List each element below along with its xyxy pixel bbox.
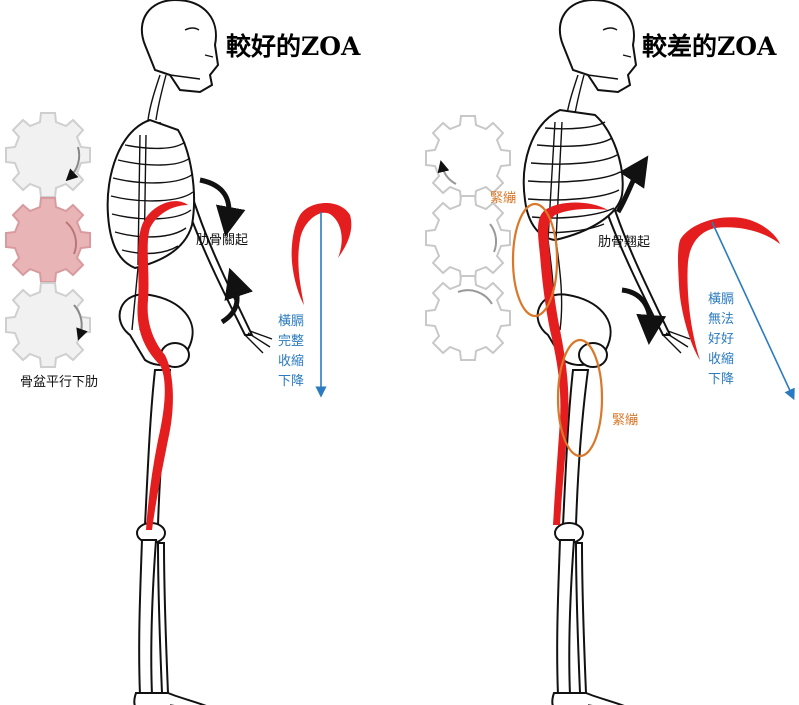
rib-closed-label: 肋骨關起 xyxy=(196,233,248,248)
rib-flared-label: 肋骨翹起 xyxy=(598,235,650,250)
right-title: 較差的ZOA xyxy=(642,32,777,61)
diaphragm-label-line: 收縮 xyxy=(708,351,734,367)
diaphragm-label-line: 下降 xyxy=(278,374,304,389)
diaphragm-label-line: 橫膈 xyxy=(708,292,734,307)
gear-icon xyxy=(425,115,511,201)
curved-arrow-icon xyxy=(621,287,667,345)
left-title: 較好的ZOA xyxy=(226,32,361,61)
pelvis-label: 骨盆平行下肋 xyxy=(20,375,98,390)
tight-label-upper: 緊繃 xyxy=(490,190,516,206)
diaphragm-label-good: 橫膈 完整 收縮 下降 xyxy=(278,314,304,389)
tight-area-lower xyxy=(556,338,604,458)
diaphragm-shape xyxy=(678,217,780,360)
gear-icon xyxy=(5,112,91,198)
diaphragm-psoas-muscle xyxy=(137,201,188,530)
diaphragm-label-line: 收縮 xyxy=(278,353,304,369)
gear-icon xyxy=(425,275,511,361)
down-arrow-icon xyxy=(711,221,795,401)
gear-icon xyxy=(5,282,91,368)
tight-area-upper xyxy=(511,202,559,318)
diaphragm-label-line: 好好 xyxy=(708,332,734,347)
rib-cage xyxy=(106,118,195,331)
gear-icon xyxy=(5,197,91,283)
curved-arrow-icon xyxy=(615,155,649,214)
diaphragm-psoas-muscle xyxy=(537,202,608,525)
left-figure: 較好的ZOA 肋骨關起 骨盆平行下肋 橫膈 完整 收縮 下降 xyxy=(5,0,361,705)
diaphragm-label-line: 完整 xyxy=(278,334,304,349)
diaphragm-label-line: 下降 xyxy=(708,372,734,387)
curved-arrow-icon xyxy=(199,177,246,237)
curved-arrow-icon xyxy=(220,267,253,325)
diaphragm-label-poor: 橫膈 無法 好好 收縮 下降 xyxy=(708,292,734,387)
tight-label-lower: 緊繃 xyxy=(612,412,638,428)
diaphragm-shape xyxy=(291,202,352,305)
gear-icon xyxy=(425,195,511,281)
right-figure: 較差的ZOA 肋骨翹起 緊繃 緊繃 橫膈 無法 好好 收縮 下降 xyxy=(425,0,795,705)
diaphragm-label-line: 橫膈 xyxy=(278,314,304,329)
diaphragm-label-line: 無法 xyxy=(708,312,734,327)
